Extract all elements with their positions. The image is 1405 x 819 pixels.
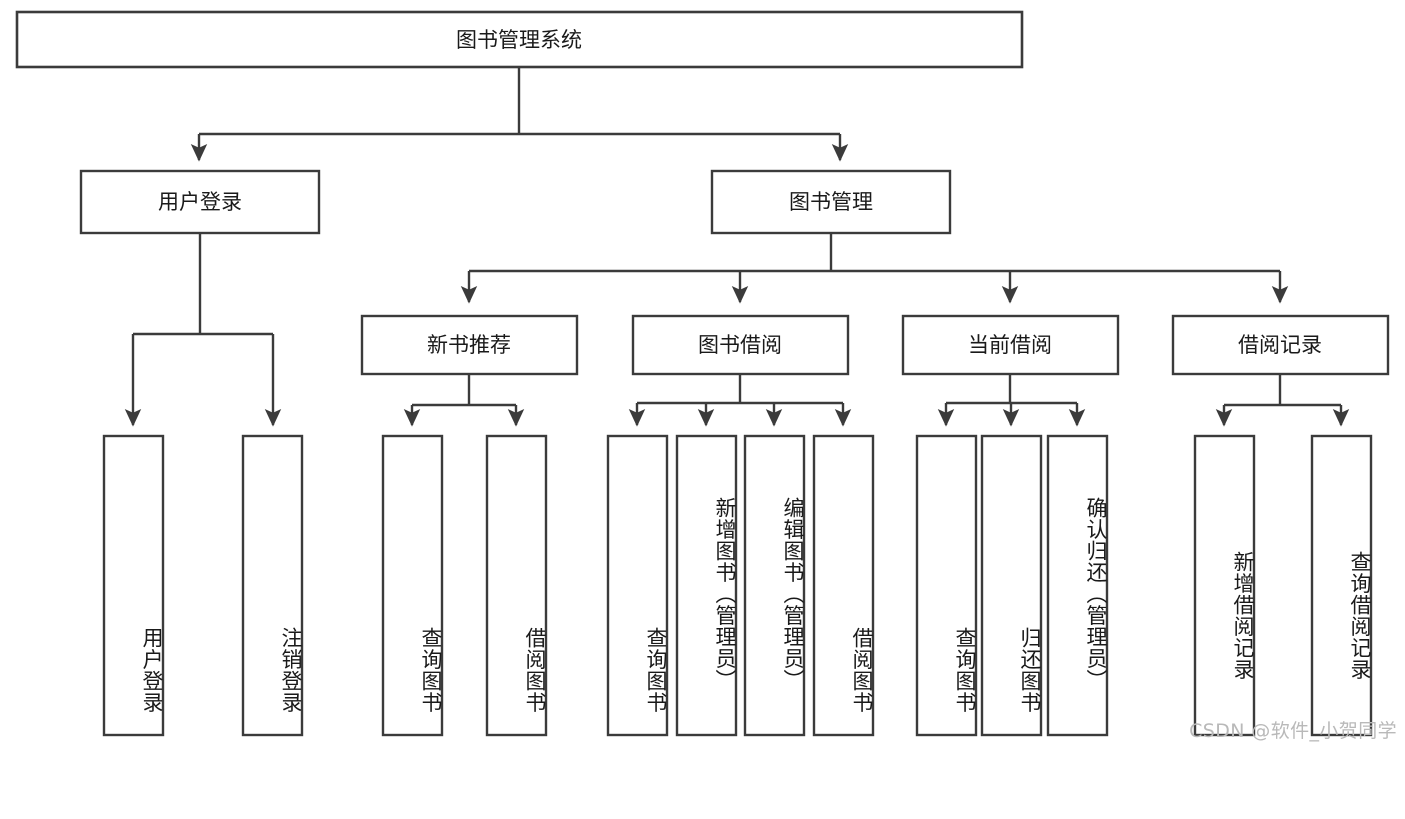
leaf-query-record[interactable]: [1310, 434, 1373, 737]
leaf-confirm-return[interactable]: [1046, 434, 1109, 737]
leaf-return-book[interactable]: [980, 434, 1043, 737]
leaf-add-record[interactable]: [1193, 434, 1256, 737]
node-current-borrow-label: 当前借阅: [968, 333, 1052, 357]
leaf-user-login[interactable]: [102, 434, 165, 737]
leaf-query-book-2[interactable]: [606, 434, 669, 737]
node-book-management[interactable]: 图书管理: [710, 169, 952, 235]
node-root-label: 图书管理系统: [456, 28, 582, 52]
node-current-borrow[interactable]: 当前借阅: [901, 314, 1120, 376]
node-user-login[interactable]: 用户登录: [79, 169, 321, 235]
leaf-edit-book[interactable]: [743, 434, 806, 737]
leaf-logout-login[interactable]: [241, 434, 304, 737]
leaf-query-book-1[interactable]: [381, 434, 444, 737]
watermark-text: CSDN @软件_小贺同学: [1189, 720, 1397, 742]
node-book-management-label: 图书管理: [789, 190, 873, 214]
diagram-canvas: 图书管理系统 用户登录 图书管理 新书推荐: [15, 10, 1397, 742]
node-book-borrow[interactable]: 图书借阅: [631, 314, 850, 376]
node-borrow-record-label: 借阅记录: [1238, 333, 1322, 357]
leaf-add-book[interactable]: [675, 434, 738, 737]
node-new-book-recommend[interactable]: 新书推荐: [360, 314, 579, 376]
node-borrow-record[interactable]: 借阅记录: [1171, 314, 1390, 376]
leaf-query-book-3[interactable]: [915, 434, 978, 737]
node-root[interactable]: 图书管理系统: [15, 10, 1024, 69]
leaf-borrow-book-1[interactable]: [485, 434, 548, 737]
node-new-book-recommend-label: 新书推荐: [427, 333, 511, 357]
node-user-login-label: 用户登录: [158, 190, 242, 214]
leaf-borrow-book-2[interactable]: [812, 434, 875, 737]
node-book-borrow-label: 图书借阅: [698, 333, 782, 357]
hierarchy-tree-svg: 图书管理系统 用户登录 图书管理 新书推荐: [15, 10, 1390, 737]
